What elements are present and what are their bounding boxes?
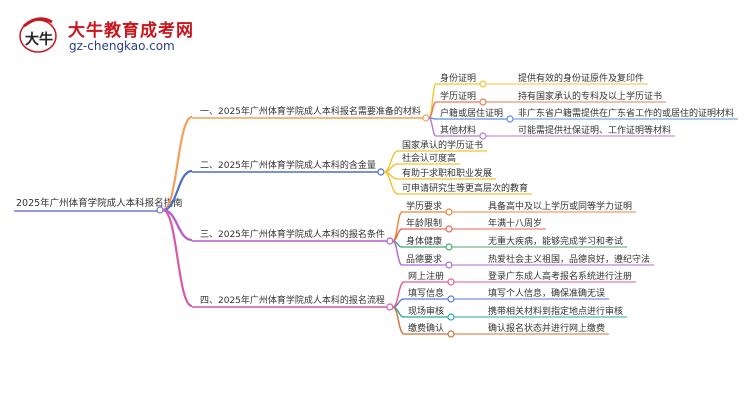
child-label: 身体健康 (406, 235, 442, 247)
branch-label: 三、2025年广州体育学院成人本科的报名条件 (200, 228, 385, 240)
detail-label: 持有国家承认的专科及以上学历证书 (518, 90, 662, 102)
child-connector (383, 171, 399, 195)
child-node (445, 261, 453, 269)
child-label: 身份证明 (440, 72, 476, 84)
branch-node (377, 168, 385, 176)
detail-label: 可能需提供社保证明、工作证明等材料 (518, 124, 671, 136)
child-label: 学历证明 (440, 90, 476, 102)
child-label: 品德要求 (406, 253, 442, 265)
child-node (479, 80, 487, 88)
site-name: 大牛教育成考网 (68, 21, 194, 41)
detail-label: 提供有效的身份证原件及复印件 (518, 72, 644, 84)
detail-label: 热爱社会主义祖国，品德良好，遵纪守法 (488, 253, 650, 265)
child-connector (392, 240, 403, 266)
child-node (447, 313, 455, 321)
detail-label: 登录广东成人高考报名系统进行注册 (488, 270, 632, 282)
branch-label: 四、2025年广州体育学院成人本科的报名流程 (200, 294, 385, 306)
child-label: 可申请研究生等更高层次的教育 (402, 182, 528, 194)
branch-label: 一、2025年广州体育学院成人本科报名需要准备的材料 (200, 105, 421, 117)
child-connector (428, 83, 437, 119)
child-label: 学历要求 (406, 200, 442, 212)
child-node (447, 295, 455, 303)
branch-connector (162, 208, 193, 308)
detail-label: 填写个人信息，确保准确无误 (488, 287, 605, 299)
branch-node (386, 237, 394, 245)
child-label: 网上注册 (408, 270, 444, 282)
child-node (445, 225, 453, 233)
site-url: gz-chengkao.com (69, 39, 175, 53)
root-label: 2025年广州体育学院成人本科报名指南 (16, 197, 183, 209)
child-node (445, 208, 453, 216)
child-node (479, 132, 487, 140)
logo-badge-text: 大牛 (25, 31, 53, 48)
child-label: 缴费确认 (408, 322, 444, 334)
child-label: 户籍或居住证明 (440, 107, 503, 119)
child-label: 社会认可度高 (402, 152, 456, 164)
child-label: 有助于求职和职业发展 (402, 167, 492, 179)
site-logo[interactable]: 大牛 大牛教育成考网 gz-chengkao.com (16, 12, 226, 56)
child-label: 国家承认的学历证书 (402, 139, 483, 151)
logo-badge-icon: 大牛 (19, 17, 57, 53)
branch-label: 二、2025年广州体育学院成人本科的含金量 (200, 159, 376, 171)
child-connector (428, 117, 437, 137)
branch-connector (162, 115, 193, 212)
branch-node (422, 114, 430, 122)
detail-label: 确认报名状态并进行网上缴费 (488, 322, 605, 334)
detail-label: 具备高中及以上学历或同等学力证明 (488, 200, 632, 212)
child-node (479, 98, 487, 106)
branch-connector (162, 169, 193, 212)
child-label: 现场审核 (408, 305, 444, 317)
child-connector (392, 306, 405, 335)
child-node (447, 278, 455, 286)
root-node (156, 206, 164, 214)
child-node (445, 243, 453, 251)
detail-label: 携带相关材料到指定地点进行审核 (488, 305, 623, 317)
child-node (506, 115, 514, 123)
child-node (447, 330, 455, 338)
child-label: 填写信息 (408, 287, 444, 299)
detail-label: 年满十八周岁 (488, 217, 542, 229)
detail-label: 非广东省户籍需提供在广东省工作的或居住的证明材料 (518, 107, 734, 119)
branch-node (386, 303, 394, 311)
child-label: 年龄限制 (406, 217, 442, 229)
detail-label: 无重大疾病，能够完成学习和考试 (488, 235, 623, 247)
child-label: 其他材料 (440, 124, 476, 136)
